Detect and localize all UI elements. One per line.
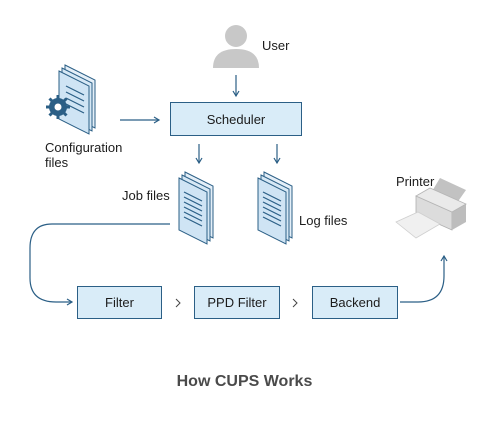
- user-icon: [213, 25, 259, 68]
- gear-document-icon: [46, 64, 96, 135]
- arrow-ppdfilter-to-backend: [292, 298, 298, 308]
- printer-label: Printer: [396, 174, 435, 189]
- ppd-filter-box: PPD Filter: [194, 286, 280, 319]
- arrow-filter-to-ppdfilter: [175, 298, 181, 308]
- job-files-label: Job files: [122, 188, 170, 203]
- arrow-jobfiles-to-filter: [29, 223, 170, 306]
- arrow-backend-to-printer: [400, 254, 448, 303]
- diagram-title: How CUPS Works: [176, 373, 313, 390]
- connectors: [29, 75, 448, 308]
- user-label: User: [262, 38, 290, 53]
- document-stack-icon: [257, 171, 293, 245]
- config-files-label: Configuration files: [45, 140, 123, 170]
- printer-icon: [395, 178, 467, 239]
- log-files-label: Log files: [299, 213, 348, 228]
- backend-box: Backend: [312, 286, 398, 319]
- scheduler-box: Scheduler: [170, 102, 302, 136]
- filter-box: Filter: [77, 286, 162, 319]
- document-stack-icon: [178, 171, 214, 245]
